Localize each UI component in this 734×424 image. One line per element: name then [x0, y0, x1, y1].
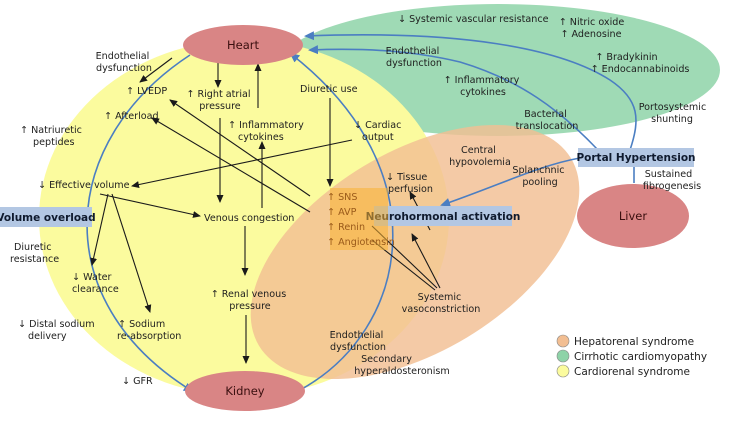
cardiac-output: ↓ Cardiac output — [354, 120, 404, 143]
sns-label: ↑ SNS — [327, 192, 357, 203]
inflammatory-cytokines-yellow: ↑ Inflammatory cytokines — [228, 120, 307, 143]
legend-label-cirrhotic: Cirrhotic cardiomyopathy — [574, 351, 707, 363]
arrow-heart-to-lvedp — [139, 57, 173, 83]
renal-venous-pressure: ↑ Renal venous pressure — [211, 289, 290, 312]
arrow-portal-to-heart-outer — [304, 31, 637, 151]
endothelial-dysfunction-green: Endothelial dysfunction — [386, 46, 443, 69]
endothelial-dysfunction-bottom: Endothelial dysfunction — [330, 330, 387, 353]
bradykinin-endocannabinoids: ↑ Bradykinin ↑ Endocannabinoids — [591, 52, 690, 75]
heart-oval — [183, 25, 303, 65]
legend: Hepatorenal syndrome Cirrhotic cardiomyo… — [556, 334, 707, 378]
portal-hypertension-label: Portal Hypertension — [576, 152, 695, 164]
liver-label: Liver — [619, 209, 647, 223]
kidney-oval — [185, 371, 305, 411]
neurohormonal-label: Neurohormonal activation — [366, 211, 521, 223]
endothelial-dysfunction-left: Endothelial dysfunction — [96, 51, 153, 74]
central-hypovolemia: Central hypovolemia — [449, 145, 511, 168]
arrow-kidney-to-heart-right — [289, 52, 394, 391]
venous-congestion: Venous congestion — [204, 213, 294, 224]
renin-label: ↑ Renin — [327, 222, 365, 233]
afterload-label: ↑ Afterload — [104, 111, 159, 122]
systemic-vasoconstriction: Systemic vasoconstriction — [402, 292, 481, 315]
volume-overload-label: Volume overload — [0, 212, 96, 224]
tissue-perfusion: ↓ Tissue perfusion — [386, 172, 433, 195]
arrow-vasoconstriction-to-neuro — [411, 233, 441, 289]
neurohormonal-box — [374, 206, 512, 226]
diuretic-resistance: Diuretic resistance — [10, 242, 59, 265]
distal-sodium-delivery: ↓ Distal sodium delivery — [18, 319, 98, 342]
kidney-label: Kidney — [225, 384, 264, 398]
legend-label-cardiorenal: Cardiorenal syndrome — [574, 366, 690, 378]
arrow-cardiac-to-effective — [131, 139, 353, 188]
sodium-reabsorption: ↑ Sodium re-absorption — [117, 319, 181, 342]
arrow-effective-to-venous — [99, 193, 201, 218]
water-clearance: ↓ Water clearance — [72, 272, 119, 295]
portal-hypertension-box — [578, 148, 694, 167]
volume-overload-box — [0, 207, 92, 227]
inflammatory-cytokines-green: ↑ Inflammatory cytokines — [444, 75, 523, 98]
arrow-portal-to-heart-inner — [308, 45, 599, 151]
arrow-portal-to-neurohormonal — [440, 157, 581, 207]
natriuretic-peptides: ↑ Natriuretic peptides — [20, 125, 85, 148]
hormone-list-box — [330, 188, 388, 250]
diuretic-use-label: Diuretic use — [300, 84, 358, 95]
angiotensin-label: ↑ Angiotensin — [327, 237, 395, 248]
legend-label-hepatorenal: Hepatorenal syndrome — [574, 336, 694, 348]
nitric-oxide-adenosine: ↑ Nitric oxide ↑ Adenosine — [559, 17, 628, 40]
avp-label: ↑ AVP — [327, 207, 357, 218]
arrow-sns-to-lvedp — [169, 99, 311, 197]
lvedp-label: ↑ LVEDP — [126, 86, 167, 97]
secondary-hyperaldosteronism: Secondary hyperaldosteronism — [354, 354, 450, 377]
right-atrial-pressure: ↑ Right atrial pressure — [186, 89, 253, 112]
gfr-label: ↓ GFR — [122, 376, 153, 387]
effective-volume: ↓ Effective volume — [38, 180, 130, 191]
sustained-fibrogenesis: Sustained fibrogenesis — [643, 169, 701, 192]
systemic-vascular-resistance: ↓ Systemic vascular resistance — [398, 14, 549, 25]
legend-swatch-hepatorenal — [556, 334, 570, 348]
bacterial-translocation: Bacterial translocation — [516, 109, 579, 132]
splanchnic-pooling: Splanchnic pooling — [512, 165, 567, 188]
arrow-effective-to-sodium — [111, 193, 152, 313]
portosystemic-shunting: Portosystemic shunting — [639, 102, 710, 125]
legend-swatch-cirrhotic — [556, 349, 570, 363]
liver-oval — [577, 184, 689, 248]
heart-label: Heart — [227, 38, 259, 52]
legend-swatch-cardiorenal — [556, 364, 570, 378]
arrow-effective-to-water — [90, 193, 109, 266]
